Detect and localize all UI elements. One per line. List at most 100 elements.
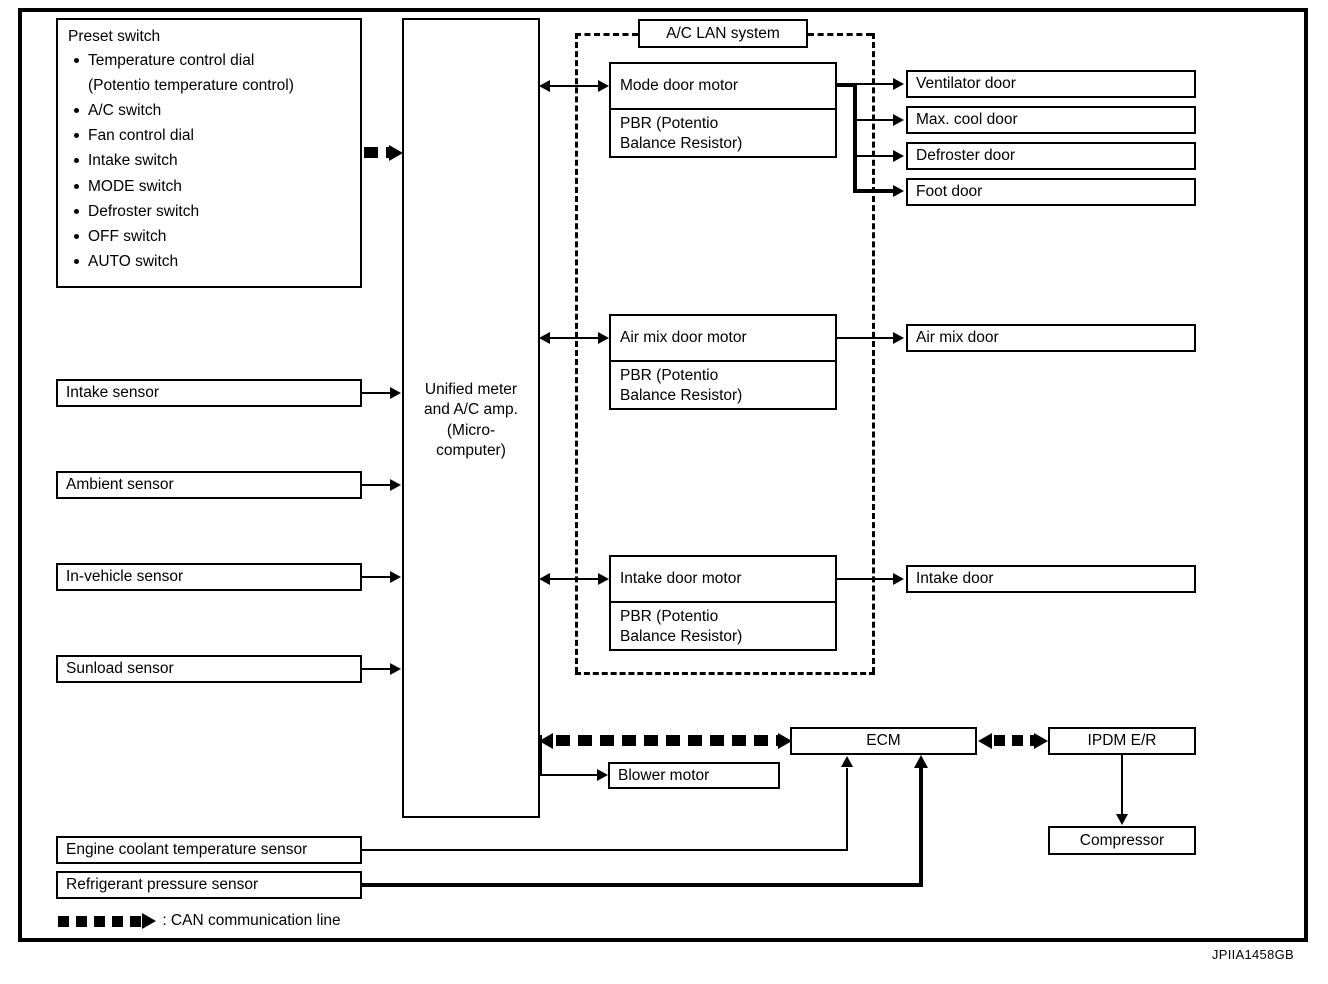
mode-door-bus-vertical <box>853 83 857 193</box>
line-amp-mode-door-motor <box>548 85 601 87</box>
line-refrigerant-sensor-vertical <box>919 768 923 885</box>
preset-item-fan-control-dial: Fan control dial <box>74 123 360 148</box>
ventilator-door-label: Ventilator door <box>916 75 1016 93</box>
line-refrigerant-sensor-horizontal <box>362 883 923 887</box>
can-line-legend-icon <box>58 915 144 927</box>
line-sunload-sensor-to-amp <box>362 668 391 670</box>
line-intake-sensor-to-amp <box>362 392 391 394</box>
arrowhead-mode-to-amp <box>539 80 550 92</box>
arrowhead-ambient-sensor <box>390 479 401 491</box>
arrowhead-preset-to-amp <box>389 144 403 161</box>
line-amp-air-mix-motor <box>548 337 601 339</box>
engine-coolant-temperature-sensor-box: Engine coolant temperature sensor <box>56 836 362 864</box>
line-coolant-sensor-vertical <box>846 768 848 850</box>
legend-text: : CAN communication line <box>162 912 341 929</box>
unified-meter-ac-amp-label: Unified meter and A/C amp. (Micro- compu… <box>424 381 518 460</box>
lan-boundary-bottom <box>575 672 875 675</box>
preset-item-ac-switch: A/C switch <box>74 98 360 123</box>
arrowhead-in-vehicle-sensor <box>390 571 401 583</box>
arrowhead-max-cool-door <box>893 114 904 126</box>
refrigerant-pressure-sensor-label: Refrigerant pressure sensor <box>66 876 259 894</box>
preset-item-defroster-switch: Defroster switch <box>74 199 360 224</box>
diagram-frame <box>18 8 1308 942</box>
compressor-label: Compressor <box>1079 831 1165 849</box>
arrowhead-amp-to-airmix <box>598 332 609 344</box>
blower-motor-box: Blower motor <box>608 762 780 789</box>
preset-item-temperature-control-dial: Temperature control dial <box>74 48 360 73</box>
arrowhead-air-mix-door <box>893 332 904 344</box>
compressor-box: Compressor <box>1048 826 1196 855</box>
line-ambient-sensor-to-amp <box>362 484 391 486</box>
arrowhead-blower-motor <box>597 769 608 781</box>
foot-door-box: Foot door <box>906 178 1196 206</box>
ecm-box: ECM <box>790 727 977 755</box>
arrowhead-ventilator-door <box>893 78 904 90</box>
preset-switch-title: Preset switch <box>68 28 161 45</box>
max-cool-door-label: Max. cool door <box>916 111 1018 129</box>
ventilator-door-box: Ventilator door <box>906 70 1196 98</box>
arrowhead-compressor <box>1116 814 1128 825</box>
preset-item-intake-switch: Intake switch <box>74 148 360 173</box>
arrowhead-amp-to-intake <box>598 573 609 585</box>
engine-coolant-temperature-sensor-label: Engine coolant temperature sensor <box>66 841 308 859</box>
line-ipdm-to-compressor <box>1121 755 1123 815</box>
in-vehicle-sensor-box: In-vehicle sensor <box>56 563 362 591</box>
intake-door-box: Intake door <box>906 565 1196 593</box>
in-vehicle-sensor-label: In-vehicle sensor <box>66 568 184 586</box>
line-bus-max-cool <box>853 119 894 121</box>
line-in-vehicle-sensor-to-amp <box>362 576 391 578</box>
arrowhead-can-to-amp <box>539 732 553 749</box>
intake-sensor-label: Intake sensor <box>66 384 160 402</box>
arrowhead-intake-to-amp <box>539 573 550 585</box>
line-air-mix-motor-to-door <box>837 337 894 339</box>
line-amp-intake-motor <box>548 578 601 580</box>
air-mix-door-motor-label: Air mix door motor <box>611 316 835 362</box>
can-line-ecm-to-ipdm <box>994 735 1034 746</box>
sunload-sensor-label: Sunload sensor <box>66 660 174 678</box>
preset-item-potentio-temperature-control: (Potentio temperature control) <box>88 77 294 95</box>
intake-sensor-box: Intake sensor <box>56 379 362 407</box>
lan-boundary-top-right <box>808 33 872 36</box>
arrowhead-can-to-ipdm <box>1034 732 1048 749</box>
line-amp-to-blower <box>540 774 598 776</box>
sunload-sensor-box: Sunload sensor <box>56 655 362 683</box>
arrowhead-intake-sensor <box>390 387 401 399</box>
max-cool-door-box: Max. cool door <box>906 106 1196 134</box>
line-amp-blower-vertical <box>540 735 542 776</box>
arrowhead-sunload-sensor <box>390 663 401 675</box>
blower-motor-label: Blower motor <box>618 766 710 784</box>
refrigerant-pressure-sensor-box: Refrigerant pressure sensor <box>56 871 362 899</box>
ecm-label: ECM <box>866 732 901 750</box>
can-line-amp-to-ecm <box>556 735 780 746</box>
arrowhead-coolant-sensor-to-ecm <box>841 756 853 767</box>
figure-code: JPIIA1458GB <box>1211 947 1294 962</box>
preset-item-auto-switch: AUTO switch <box>74 249 360 274</box>
line-bus-defroster <box>853 155 894 157</box>
can-legend-arrowhead-icon <box>142 913 156 929</box>
line-bus-foot <box>853 189 894 193</box>
line-intake-motor-to-door <box>837 578 894 580</box>
ipdm-er-box: IPDM E/R <box>1048 727 1196 755</box>
arrowhead-refrigerant-sensor-to-ecm <box>914 755 928 768</box>
ambient-sensor-box: Ambient sensor <box>56 471 362 499</box>
line-coolant-sensor-horizontal <box>362 849 848 851</box>
arrowhead-airmix-to-amp <box>539 332 550 344</box>
defroster-door-label: Defroster door <box>916 147 1016 165</box>
line-mode-motor-bus-stub <box>837 83 857 87</box>
lan-boundary-left <box>575 33 578 673</box>
preset-switch-list: Temperature control dial (Potentio tempe… <box>58 48 360 274</box>
line-bus-ventilator <box>853 83 894 85</box>
intake-door-motor-label: Intake door motor <box>611 557 835 603</box>
arrowhead-defroster-door <box>893 150 904 162</box>
lan-boundary-right <box>872 33 875 673</box>
unified-meter-ac-amp-box: Unified meter and A/C amp. (Micro- compu… <box>402 18 540 818</box>
mode-door-motor-label: Mode door motor <box>611 64 835 110</box>
ipdm-er-label: IPDM E/R <box>1087 732 1157 750</box>
